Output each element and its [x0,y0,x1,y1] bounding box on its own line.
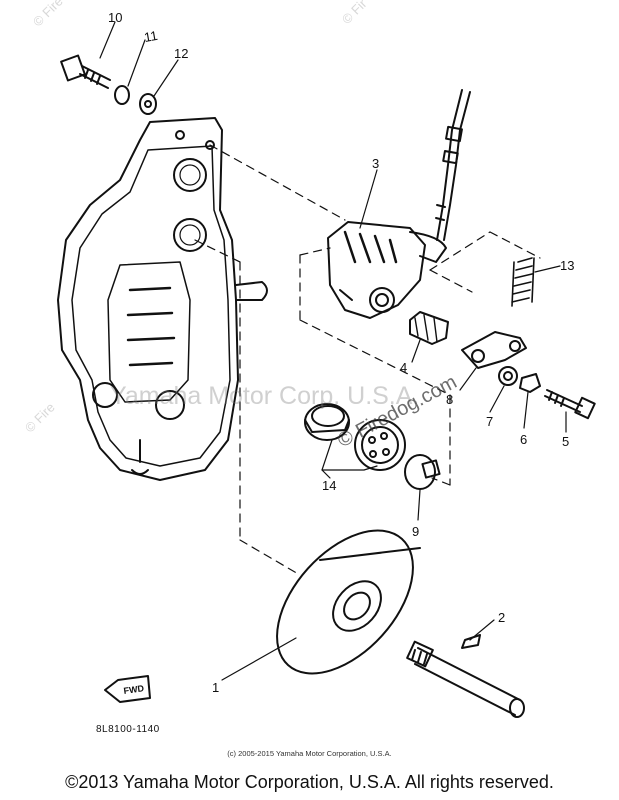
callout-8: 8 [446,392,453,407]
sheave-disc [276,529,421,675]
callout-9: 9 [412,524,419,539]
footer-copyright: ©2013 Yamaha Motor Corporation, U.S.A. A… [65,772,554,792]
callout-5: 5 [562,434,569,449]
housing-bracket [57,117,268,481]
callout-10: 10 [108,10,122,25]
callout-7: 7 [486,414,493,429]
front-arrow [104,675,151,703]
flat-washer [139,93,157,115]
top-bolt [60,54,111,89]
throttle-cable [435,89,471,241]
front-arrow-label: FWD [123,683,145,696]
lock-washer [114,85,130,105]
plate [354,419,406,471]
spring [511,257,535,307]
callout-6: 6 [520,432,527,447]
link-lever [461,331,527,369]
nut [519,373,541,393]
callout-1: 1 [212,680,219,695]
callout-11: 11 [143,28,159,45]
shaft [406,634,525,718]
sleeve-part [409,311,449,345]
callout-3: 3 [372,156,379,171]
copyright-small: (c) 2005-2015 Yamaha Motor Corporation, … [227,749,392,758]
key [461,634,481,649]
cap [304,403,350,441]
callout-2: 2 [498,610,505,625]
callout-12: 12 [174,46,188,61]
callout-13: 13 [560,258,574,273]
lever-assembly [327,221,447,319]
callout-14: 14 [322,478,336,493]
drawing-code: 8L8100-1140 [96,724,160,735]
cam-washer [404,454,441,490]
washer [498,366,518,386]
watermark-center: Yamaha Motor Corp. U.S.A. [110,382,420,410]
callout-4: 4 [400,360,407,375]
bolt [544,389,596,420]
